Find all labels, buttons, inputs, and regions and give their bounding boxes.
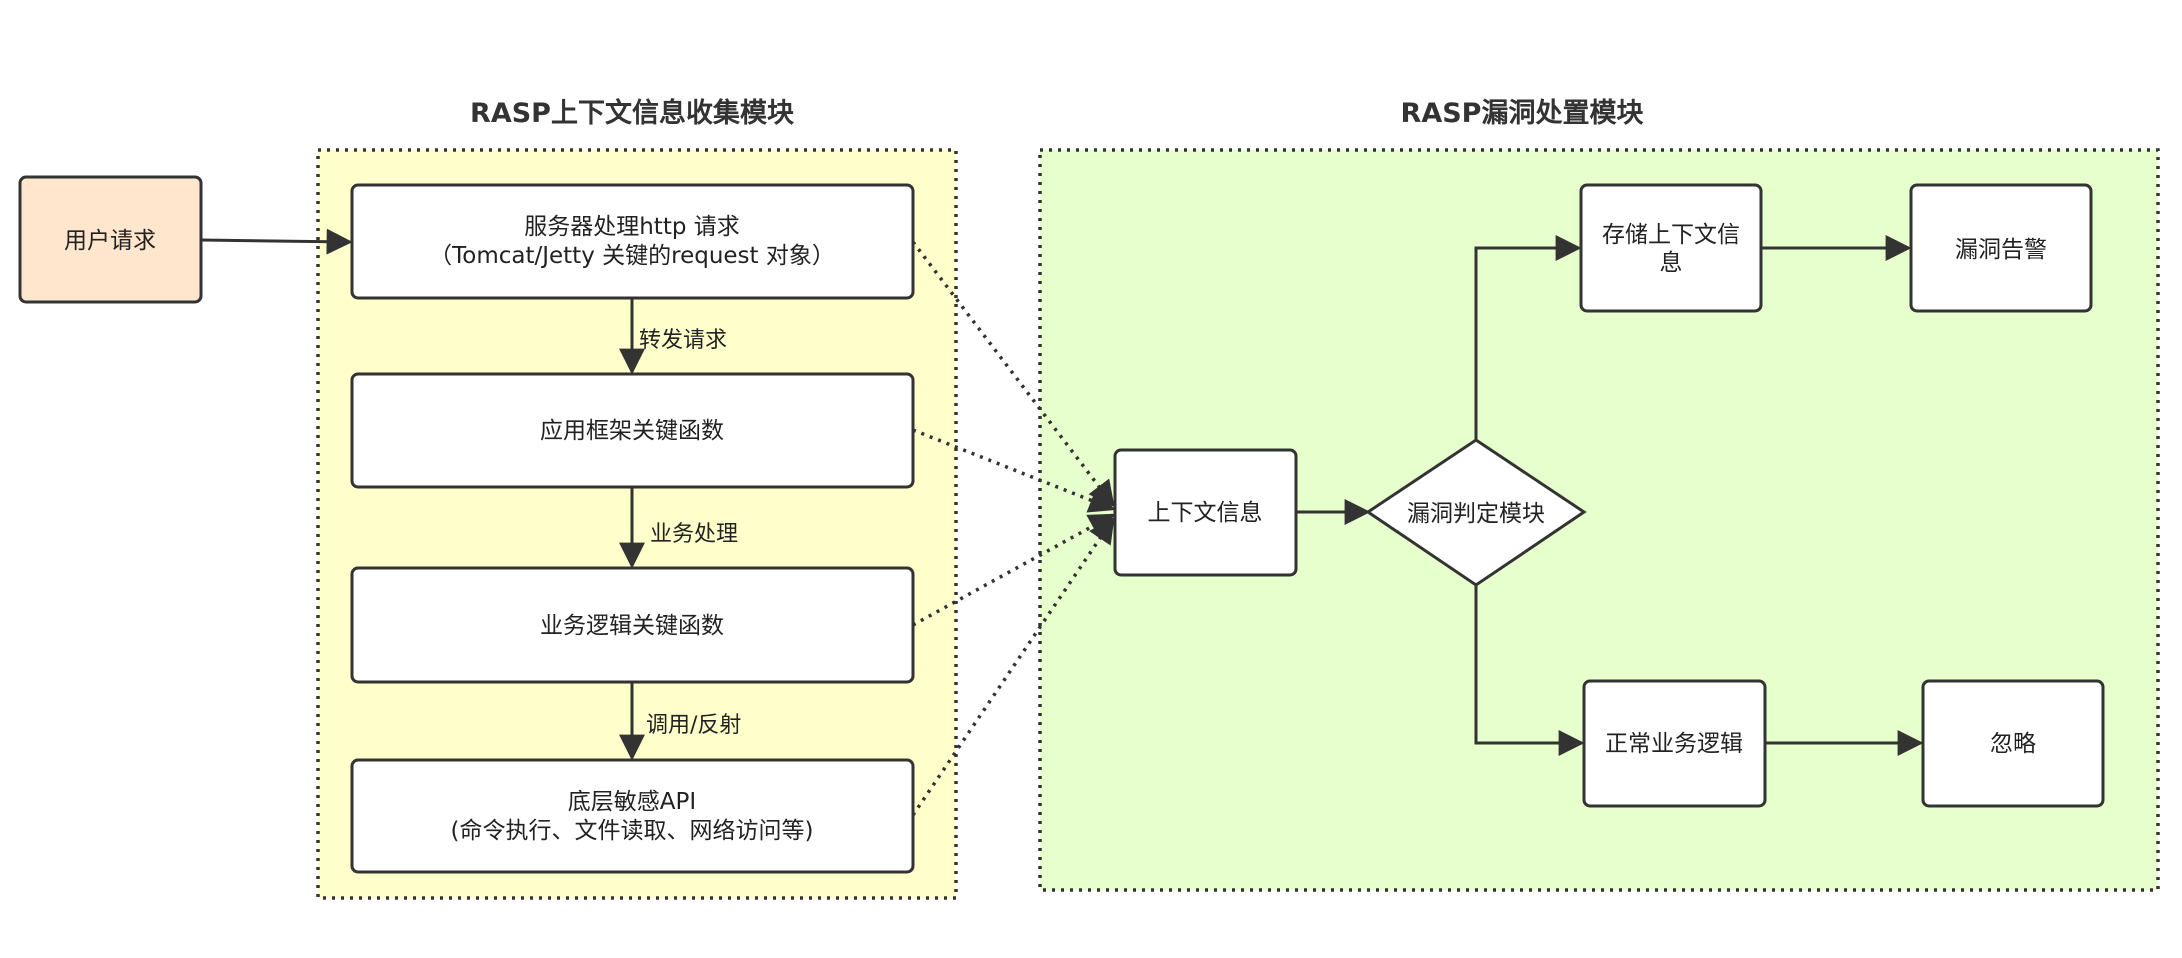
edge-label-business-processing: 业务处理 bbox=[650, 522, 738, 547]
dotted-edge-api bbox=[911, 516, 1115, 816]
business-logic-node bbox=[350, 566, 915, 684]
normal-logic-label: 正常业务逻辑 bbox=[1605, 731, 1743, 757]
low-level-api-label-line2: (命令执行、文件读取、网络访问等) bbox=[451, 818, 814, 844]
server-http-label-line1: 服务器处理http 请求 bbox=[524, 214, 740, 240]
vuln-decision-diamond bbox=[1365, 438, 1587, 587]
business-logic-label: 业务逻辑关键函数 bbox=[540, 613, 724, 639]
dotted-edge-server bbox=[911, 240, 1115, 508]
context-module-title: RASP上下文信息收集模块 bbox=[470, 97, 795, 129]
vuln-decision-label: 漏洞判定模块 bbox=[1407, 501, 1545, 527]
server-http-label-line2: （Tomcat/Jetty 关键的request 对象） bbox=[429, 243, 835, 269]
disposal-module-title: RASP漏洞处置模块 bbox=[1401, 98, 1645, 129]
user-request-label: 用户请求 bbox=[64, 228, 156, 254]
app-framework-label: 应用框架关键函数 bbox=[540, 418, 724, 444]
edge-user-to-server bbox=[200, 228, 353, 255]
context-info-label: 上下文信息 bbox=[1148, 500, 1263, 526]
server-http-node bbox=[350, 183, 915, 300]
store-context-label-line2: 息 bbox=[1660, 250, 1683, 276]
user-request-node bbox=[18, 175, 203, 304]
normal-logic-node bbox=[1582, 679, 1767, 808]
ignore-label: 忽略 bbox=[1990, 731, 2036, 757]
low-level-api-label-line1: 底层敏感API bbox=[568, 789, 696, 815]
low-level-api-node bbox=[350, 758, 915, 874]
edge-decision-to-store bbox=[1474, 235, 1582, 440]
dotted-edge-business bbox=[912, 513, 1116, 627]
store-context-node bbox=[1579, 183, 1763, 313]
edge-label-call-reflect: 调用/反射 bbox=[646, 713, 741, 738]
vuln-alert-node bbox=[1909, 183, 2093, 313]
app-framework-node bbox=[350, 372, 915, 489]
store-context-label-line1: 存储上下文信 bbox=[1602, 222, 1740, 248]
ignore-node bbox=[1921, 679, 2105, 808]
context-info-node bbox=[1113, 448, 1298, 577]
vuln-alert-label: 漏洞告警 bbox=[1955, 237, 2047, 263]
edge-decision-to-normal bbox=[1474, 585, 1585, 756]
edge-label-forward-request: 转发请求 bbox=[639, 328, 727, 353]
